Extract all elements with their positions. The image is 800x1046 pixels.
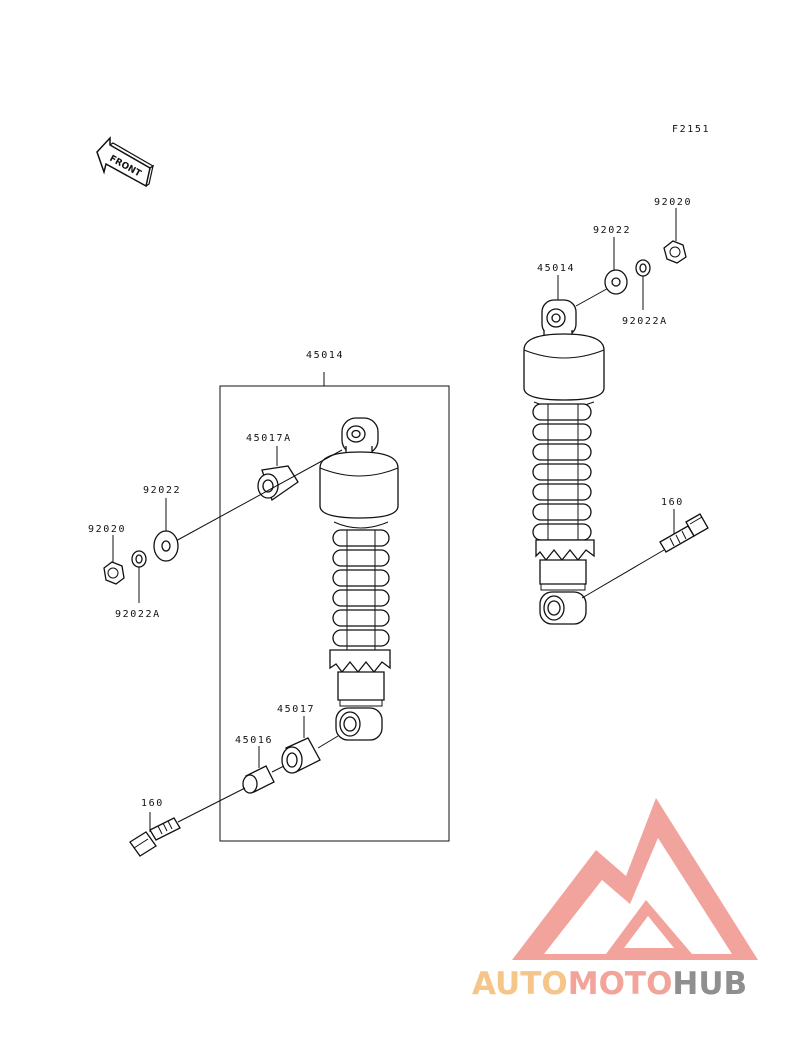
collar-45016	[242, 765, 275, 794]
bolt-160-left	[129, 817, 181, 857]
lockwasher-92022A-right	[635, 259, 651, 277]
bolt-160-right	[659, 513, 709, 553]
label-45017-left: 45017	[277, 704, 315, 715]
nut-92020-left	[103, 561, 125, 585]
washer-92022-right	[604, 269, 628, 295]
label-45014-right: 45014	[537, 263, 575, 274]
label-45014-left: 45014	[306, 350, 344, 361]
label-92020-left: 92020	[88, 524, 126, 535]
label-92022-left: 92022	[143, 485, 181, 496]
figure-code: F2151	[672, 124, 710, 135]
shock-absorber-right	[523, 299, 605, 625]
label-92022-right: 92022	[593, 225, 631, 236]
watermark-text: AUTOMOTOHUB	[472, 966, 747, 1002]
label-92022A-left: 92022A	[115, 609, 161, 620]
label-45016-left: 45016	[235, 735, 273, 746]
label-160-right: 160	[661, 497, 684, 508]
watermark-hub: HUB	[672, 966, 747, 1002]
bushing-45017A	[257, 465, 299, 502]
watermark-auto: AUTO	[472, 966, 568, 1002]
bushing-45017	[281, 737, 321, 774]
lockwasher-92022A-left	[131, 550, 147, 568]
label-92022A-right: 92022A	[622, 316, 668, 327]
label-45017A-left: 45017A	[246, 433, 292, 444]
front-arrow-icon: FRONT	[96, 136, 155, 188]
watermark-moto: MOTO	[568, 966, 673, 1002]
label-160-left: 160	[141, 798, 164, 809]
shock-absorber-left	[319, 417, 399, 741]
washer-92022-left	[153, 530, 179, 562]
label-92020-right: 92020	[654, 197, 692, 208]
assembly-box	[219, 385, 450, 842]
nut-92020-right	[663, 240, 687, 264]
automotohub-logo-icon	[512, 798, 758, 960]
